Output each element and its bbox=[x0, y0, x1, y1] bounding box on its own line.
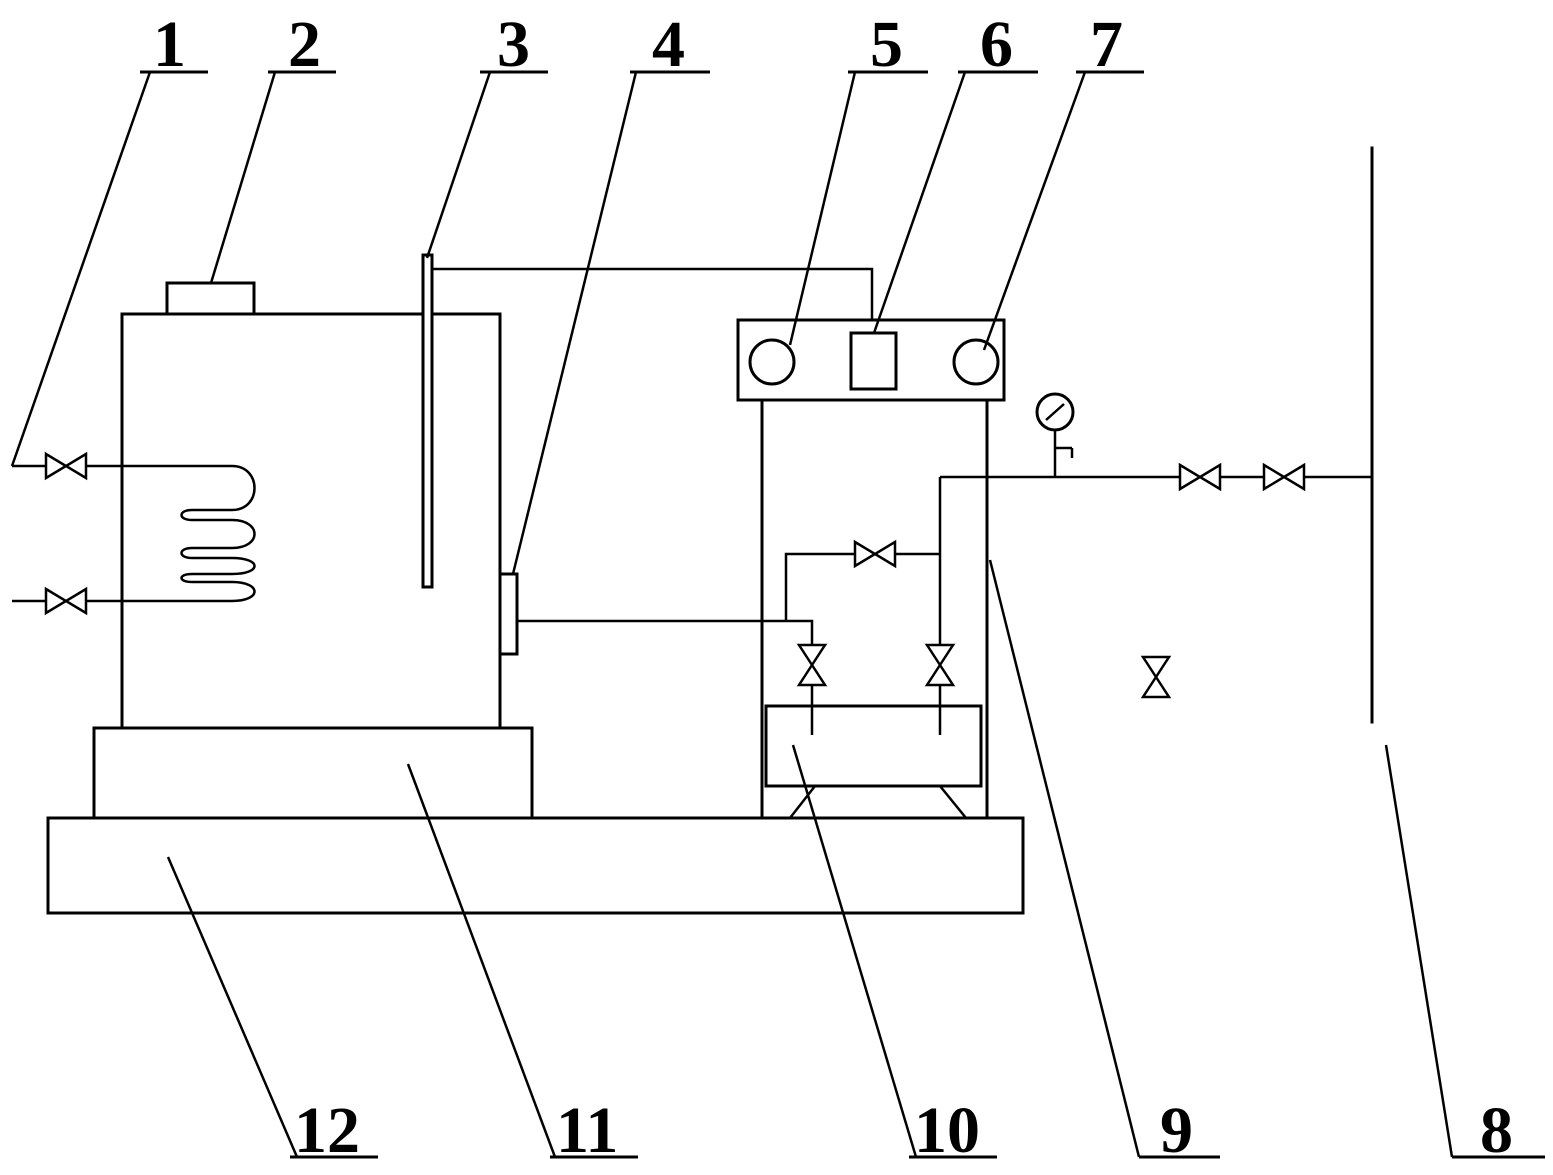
controller-display bbox=[849, 331, 898, 391]
support-block bbox=[92, 726, 534, 820]
bypass-pipe bbox=[784, 552, 940, 621]
chamber-support-left bbox=[789, 785, 816, 819]
label-4: 4 bbox=[652, 8, 685, 81]
valve-chamber-outlet bbox=[924, 643, 956, 687]
label-12: 12 bbox=[294, 1094, 360, 1167]
label-7: 7 bbox=[1090, 8, 1123, 81]
spare-valve-icon bbox=[1140, 655, 1172, 699]
test-chamber bbox=[764, 704, 983, 788]
valve-line-1 bbox=[1178, 462, 1222, 492]
tank-cap bbox=[165, 281, 256, 316]
gauge-right-icon bbox=[952, 338, 1000, 386]
signal-wire bbox=[432, 267, 874, 333]
label-3: 3 bbox=[497, 8, 530, 81]
valve-bypass bbox=[853, 539, 897, 569]
side-sensor bbox=[498, 572, 519, 656]
valve-line-2 bbox=[1262, 462, 1306, 492]
valve-coil-inlet bbox=[44, 451, 88, 481]
label-9: 9 bbox=[1160, 1094, 1193, 1167]
label-underlines bbox=[140, 70, 1545, 1159]
heating-coil bbox=[12, 464, 256, 603]
label-5: 5 bbox=[870, 8, 903, 81]
base-platform bbox=[46, 816, 1025, 915]
valve-chamber-inlet bbox=[796, 643, 828, 687]
pressure-gauge-needle bbox=[1045, 403, 1065, 421]
label-10: 10 bbox=[914, 1094, 980, 1167]
label-11: 11 bbox=[556, 1094, 618, 1167]
label-2: 2 bbox=[288, 8, 321, 81]
label-6: 6 bbox=[980, 8, 1013, 81]
main-tank bbox=[120, 312, 502, 730]
valve-coil-outlet bbox=[44, 586, 88, 616]
temperature-probe bbox=[421, 253, 434, 589]
outlet-pipe bbox=[517, 619, 814, 735]
chamber-support-right bbox=[939, 785, 967, 819]
label-1: 1 bbox=[153, 8, 186, 81]
leader-lines bbox=[10, 71, 1454, 1158]
label-8: 8 bbox=[1480, 1094, 1513, 1167]
gauge-left-icon bbox=[748, 338, 796, 386]
